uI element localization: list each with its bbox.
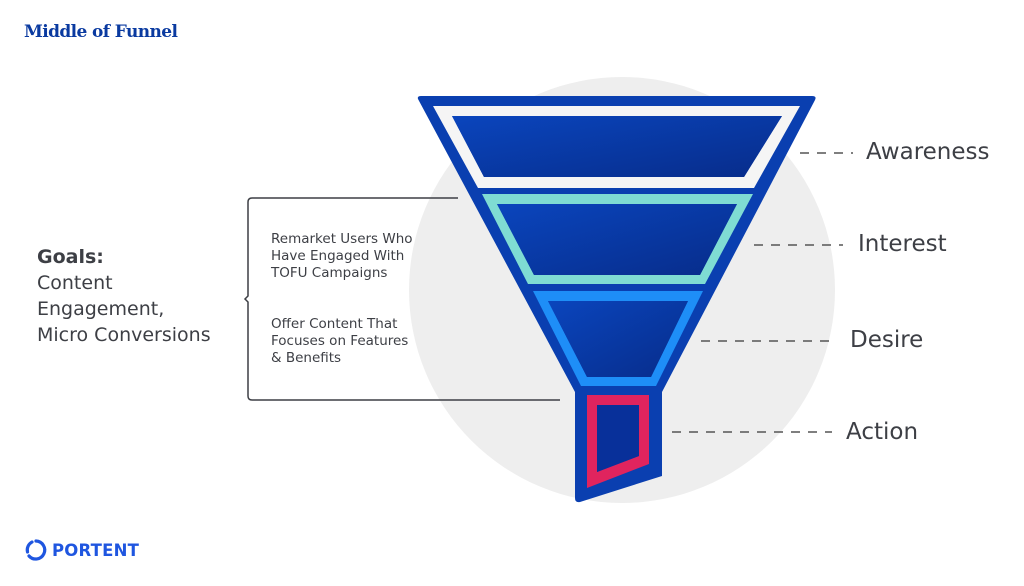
tactic-line: & Benefits xyxy=(271,350,342,366)
stage-leader-lines xyxy=(672,152,853,433)
goal-line: Micro Conversions xyxy=(37,324,211,346)
tactic-line: Have Engaged With xyxy=(271,248,405,264)
logo-text: PORTENT xyxy=(52,540,140,560)
awareness-layer xyxy=(433,106,800,188)
stage-label-awareness: Awareness xyxy=(866,139,990,165)
tactic-line: Remarket Users Who xyxy=(271,231,413,247)
goal-line: Content xyxy=(37,272,113,294)
tactics-bracket xyxy=(243,197,560,401)
portent-ring-icon xyxy=(25,539,47,561)
stage-label-desire: Desire xyxy=(850,327,924,353)
portent-logo: PORTENT xyxy=(24,538,139,562)
goal-line: Engagement, xyxy=(37,298,165,320)
interest-layer xyxy=(482,194,753,284)
tactic-remarket: Remarket Users Who Have Engaged With TOF… xyxy=(271,231,431,282)
tactic-line: TOFU Campaigns xyxy=(271,265,388,281)
page-title: Middle of Funnel xyxy=(24,22,178,42)
desire-layer xyxy=(533,291,703,386)
stage-label-interest: Interest xyxy=(858,231,947,257)
tactic-line: Offer Content That xyxy=(271,316,398,332)
action-layer xyxy=(587,395,649,488)
goals-heading: Goals: xyxy=(37,246,104,268)
goals-block: Goals: Content Engagement, Micro Convers… xyxy=(37,244,211,348)
tactic-line: Focuses on Features xyxy=(271,333,409,349)
stage-label-action: Action xyxy=(846,419,919,445)
tactic-offer-content: Offer Content That Focuses on Features &… xyxy=(271,316,431,367)
